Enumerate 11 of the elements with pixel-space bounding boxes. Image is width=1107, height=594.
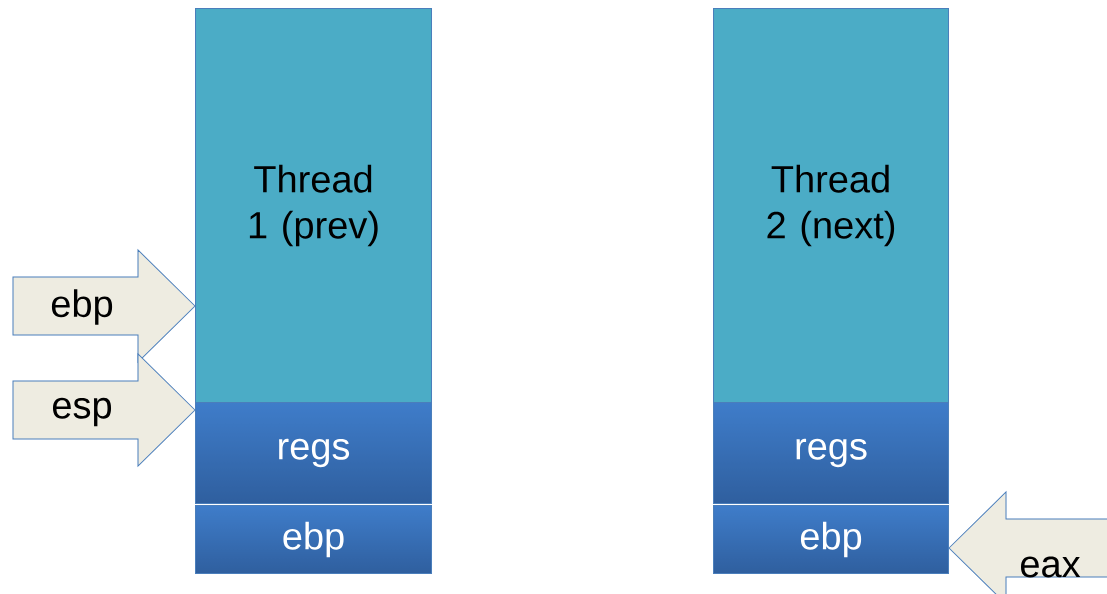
stack-region: Thread 1 (prev) xyxy=(195,8,432,403)
block-arrow xyxy=(948,491,1107,594)
stack-frame: ebp xyxy=(195,505,432,574)
stack-frame: regs xyxy=(195,402,432,504)
edge-label: ebp xyxy=(51,289,113,325)
edge-label: esp xyxy=(53,397,112,427)
stack-region: Thread 2 (next) xyxy=(713,8,949,403)
edge-label: eax xyxy=(1021,556,1081,578)
stack-frame: regs xyxy=(713,402,949,504)
block-arrow xyxy=(12,353,196,467)
stack-frame: ebp xyxy=(713,505,949,574)
